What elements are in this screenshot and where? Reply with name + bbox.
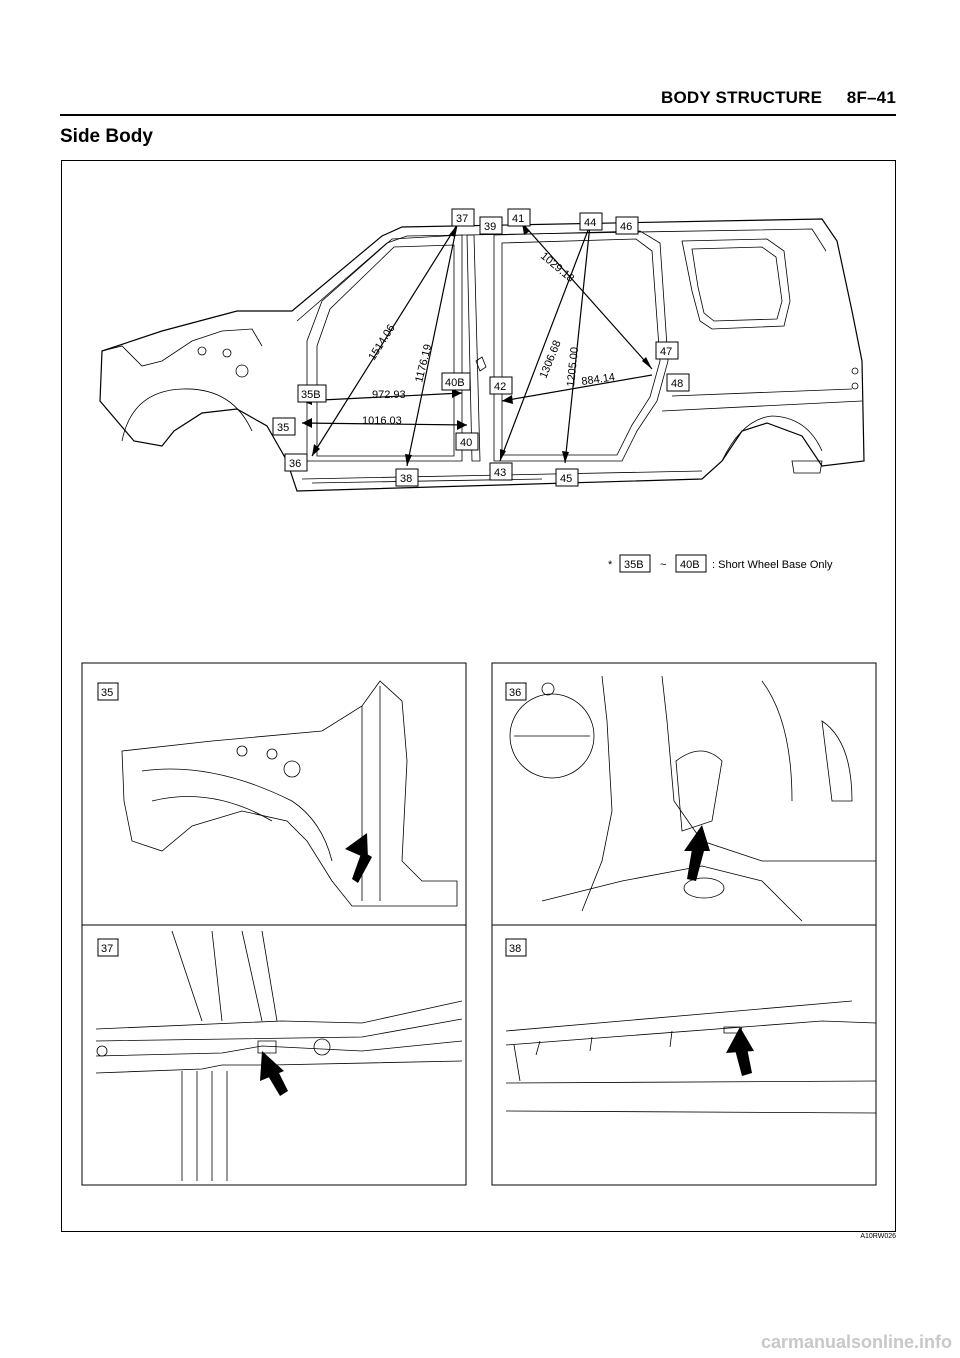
indicator-arrow (687, 849, 704, 881)
point-label: 41 (507, 208, 531, 227)
svg-text:45: 45 (560, 473, 572, 485)
note-asterisk: * (608, 559, 613, 571)
note-from-label: 35B (624, 559, 644, 571)
svg-text:36: 36 (289, 458, 301, 470)
svg-text:35B: 35B (301, 389, 321, 401)
svg-text:46: 46 (620, 221, 632, 233)
point-label: 39 (479, 216, 503, 235)
point-label: 48 (666, 373, 690, 392)
section-title: Side Body (60, 126, 153, 147)
header-rule (60, 114, 896, 116)
point-label: 37 (451, 208, 475, 227)
svg-text:38: 38 (400, 473, 412, 485)
measure-arrowhead (312, 444, 320, 456)
detail-view-35: 35 (81, 662, 467, 926)
dimension-value: 1205.00 (565, 347, 581, 388)
indicator-arrow (352, 851, 372, 883)
point-label: 40 (455, 432, 479, 451)
detail-view-label: 38 (509, 943, 521, 955)
point-label: 38 (395, 468, 419, 487)
point-label: 35B (297, 384, 327, 403)
detail-view-36: 36 (491, 662, 877, 926)
measure-arrowhead (642, 357, 652, 369)
point-label: 45 (555, 468, 579, 487)
dimension-value: 1176.19 (413, 343, 434, 384)
measure-arrowhead (502, 395, 513, 404)
point-label: 43 (489, 462, 513, 481)
detail-view-37: 37 (81, 924, 467, 1186)
figure-code: A10RW026 (860, 1233, 896, 1240)
svg-text:40: 40 (460, 437, 472, 449)
svg-text:39: 39 (484, 221, 496, 233)
measurement-lines (301, 222, 653, 467)
detail-view-label: 35 (101, 687, 113, 699)
measure-arrowhead (500, 449, 506, 461)
point-label: 35 (272, 417, 296, 436)
watermark: carmanualsonline.info (760, 1332, 952, 1352)
note-to-label: 40B (680, 559, 700, 571)
page-header-title: BODY STRUCTURE 8F–41 (661, 88, 896, 107)
point-label: 46 (615, 216, 639, 235)
point-label: 47 (655, 341, 679, 360)
vehicle-body-outline (99, 218, 865, 492)
dimension-value: 1306.68 (538, 339, 564, 380)
svg-text:37: 37 (456, 213, 468, 225)
point-label: 40B (441, 372, 471, 391)
svg-text:41: 41 (512, 213, 524, 225)
detail-view-38: 38 (491, 924, 877, 1186)
point-label: 42 (489, 376, 513, 395)
svg-text:44: 44 (584, 217, 596, 229)
svg-text:40B: 40B (445, 377, 465, 389)
svg-text:43: 43 (494, 467, 506, 479)
dimension-value: 1029.18 (538, 250, 576, 285)
measure-arrowhead (405, 454, 412, 466)
dimension-value: 884.14 (581, 371, 616, 388)
detail-view-label: 36 (509, 687, 521, 699)
measure-arrowhead (452, 389, 462, 398)
measure-arrowhead (302, 418, 312, 428)
indicator-arrow (684, 825, 710, 851)
point-label: 36 (284, 453, 308, 472)
measure-arrowhead (449, 225, 457, 237)
side-body-figure: 1514.06 1176.19 972.93 1016.03 1029.18 1… (81, 208, 877, 1186)
measure-arrowhead (562, 451, 569, 463)
svg-text:42: 42 (494, 381, 506, 393)
indicator-arrow (345, 833, 368, 859)
indicator-arrow (726, 1027, 754, 1053)
note-tilde: ~ (660, 559, 666, 571)
dimension-value: 972.93 (372, 389, 406, 401)
note-text: : Short Wheel Base Only (712, 559, 833, 571)
dimension-value: 1016.03 (362, 415, 402, 427)
svg-text:47: 47 (660, 346, 672, 358)
measure-arrowhead (457, 420, 467, 430)
indicator-arrow (260, 1051, 284, 1081)
svg-text:48: 48 (671, 378, 683, 390)
short-wheel-base-note: * 35B ~ 40B : Short Wheel Base Only (608, 554, 833, 573)
figure-frame: 1514.06 1176.19 972.93 1016.03 1029.18 1… (61, 160, 896, 1232)
detail-view-label: 37 (101, 943, 113, 955)
point-labels: 37 39 41 44 46 47 48 35B 40B 42 35 40 36… (272, 208, 690, 487)
dimension-value: 1514.06 (366, 323, 397, 363)
point-label: 44 (579, 212, 603, 231)
svg-text:35: 35 (277, 422, 289, 434)
